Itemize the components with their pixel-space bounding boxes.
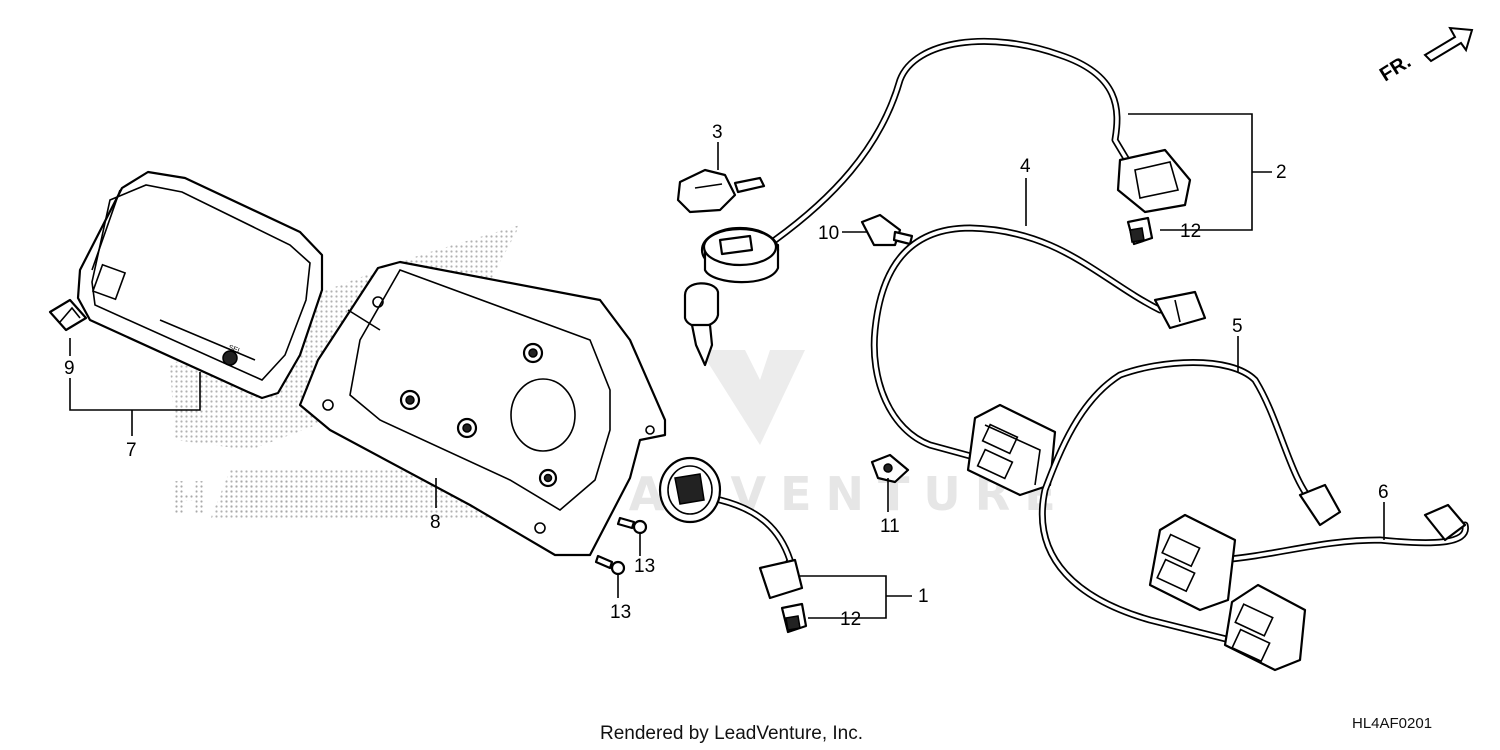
callout-12-upper: 12 xyxy=(1180,221,1201,242)
callout-13-lower: 13 xyxy=(610,602,631,623)
callout-10: 10 xyxy=(818,223,839,244)
part-7-meter: SEL xyxy=(76,170,324,400)
callout-12-lower: 12 xyxy=(840,609,861,630)
callout-4: 4 xyxy=(1020,156,1031,177)
part-2-ignition-switch xyxy=(683,37,1192,367)
callout-labels: 1 2 3 4 5 6 7 8 9 10 11 12 12 13 13 xyxy=(64,122,1389,630)
part-11-clamp xyxy=(870,453,910,484)
part-6-harness xyxy=(1148,503,1469,672)
callout-13-upper: 13 xyxy=(634,556,655,577)
callout-1: 1 xyxy=(918,586,929,607)
part-8-panel xyxy=(298,260,667,557)
callout-7: 7 xyxy=(126,440,137,461)
front-direction-indicator: FR. xyxy=(1376,26,1474,87)
part-5-harness xyxy=(1038,359,1342,644)
front-arrow-icon xyxy=(1423,26,1474,63)
callout-5: 5 xyxy=(1232,316,1243,337)
part-13-screw-lower xyxy=(594,554,626,576)
callout-2: 2 xyxy=(1276,162,1287,183)
brand-watermark-text: HONDA xyxy=(170,472,430,526)
leader-lines xyxy=(69,113,1385,619)
part-3-key-set xyxy=(676,168,766,214)
footer-credit: Rendered by LeadVenture, Inc. xyxy=(600,723,863,744)
callout-9: 9 xyxy=(64,358,75,379)
part-12-clip-upper xyxy=(1126,216,1154,246)
front-direction-label: FR. xyxy=(1376,51,1415,87)
part-1-socket xyxy=(658,456,804,600)
meter-button-icon xyxy=(222,350,238,366)
part-4-harness xyxy=(870,224,1207,497)
part-13-screw-upper xyxy=(616,516,648,535)
diagram-code: HL4AF0201 xyxy=(1352,715,1432,732)
part-12-clip-lower xyxy=(780,602,808,634)
part-9-cover xyxy=(48,298,88,332)
callout-11: 11 xyxy=(880,516,900,537)
part-10-socket xyxy=(860,213,914,247)
callout-8: 8 xyxy=(430,512,441,533)
callout-3: 3 xyxy=(712,122,723,143)
callout-6: 6 xyxy=(1378,482,1389,503)
meter-marking: SEL xyxy=(227,344,242,355)
